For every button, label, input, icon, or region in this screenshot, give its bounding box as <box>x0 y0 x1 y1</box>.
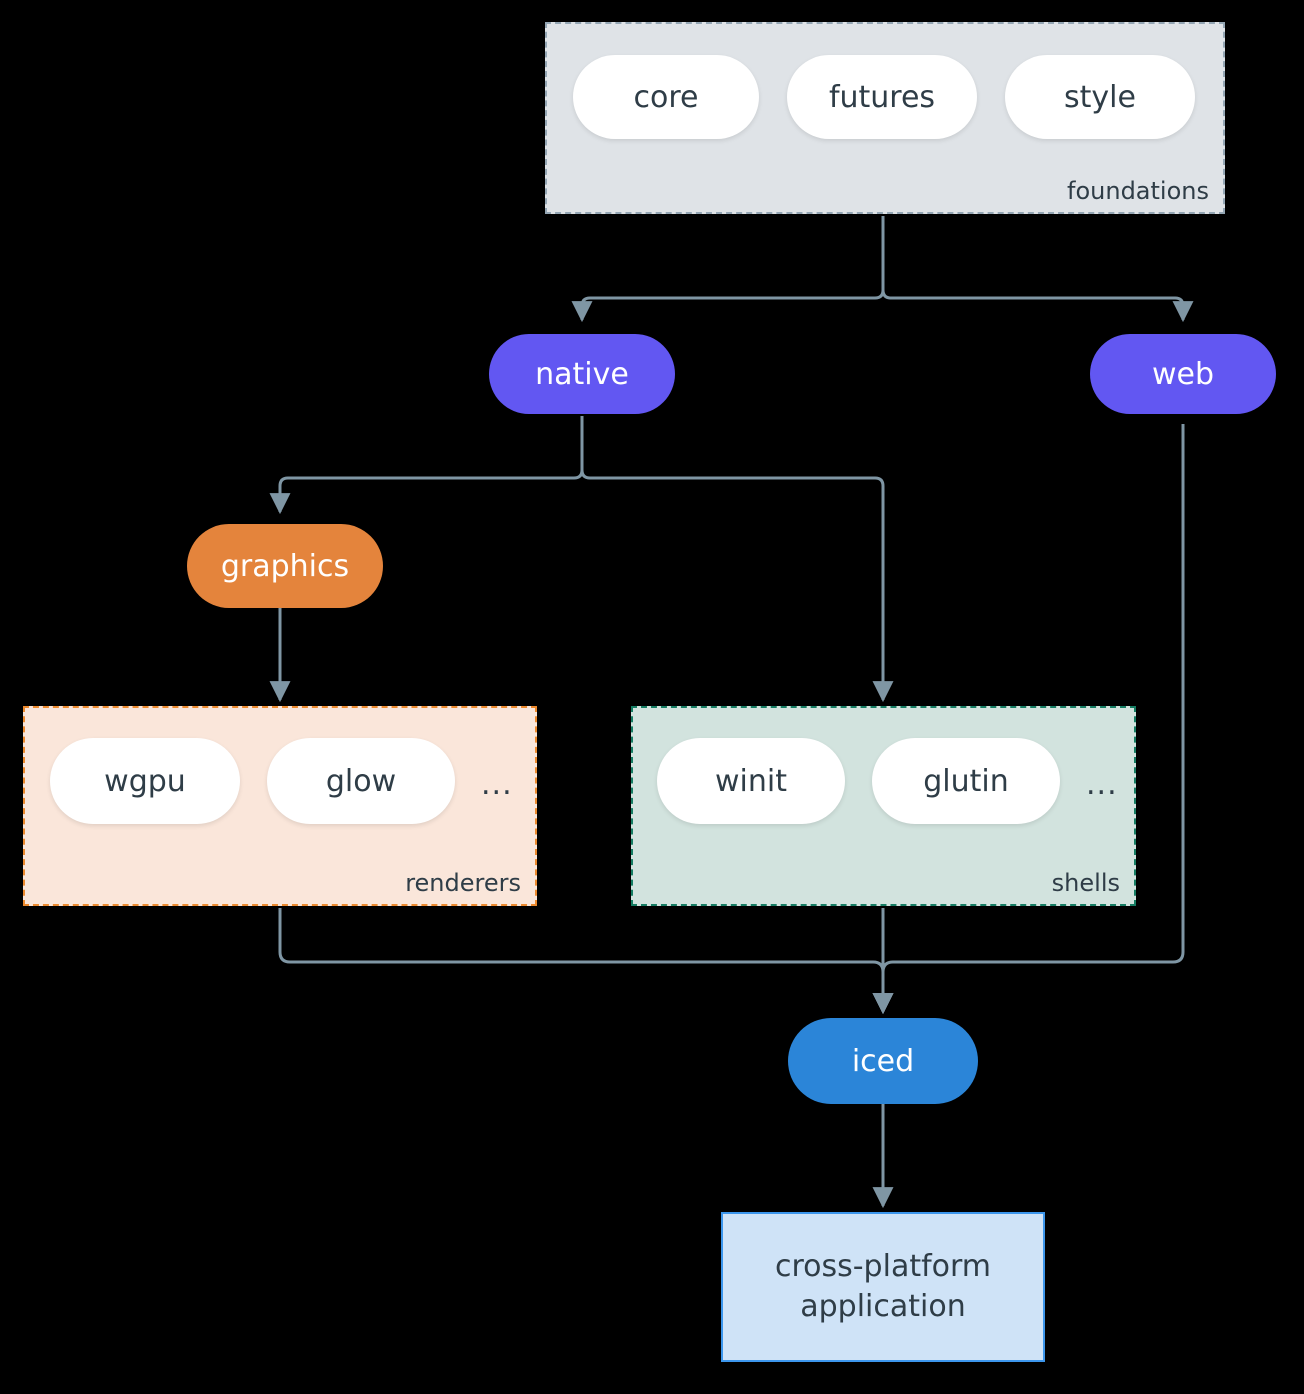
edge-native-shells <box>580 416 894 703</box>
chip-futures-label: futures <box>828 79 936 115</box>
chip-wgpu-label: wgpu <box>104 763 186 799</box>
node-iced-label: iced <box>851 1043 915 1079</box>
node-native[interactable]: native <box>489 334 675 414</box>
chip-ellipsis-renderers: ... <box>481 767 513 802</box>
chip-glutin-label: glutin <box>923 763 1009 799</box>
chip-glutin[interactable]: glutin <box>872 738 1060 824</box>
chip-style-label: style <box>1064 79 1136 115</box>
node-native-label: native <box>535 356 629 392</box>
node-iced[interactable]: iced <box>788 1018 978 1104</box>
chip-futures[interactable]: futures <box>787 55 977 139</box>
chip-core[interactable]: core <box>573 55 759 139</box>
edge-foundations-web <box>881 216 1194 323</box>
chip-glow[interactable]: glow <box>267 738 455 824</box>
node-graphics-label: graphics <box>220 548 350 584</box>
node-graphics[interactable]: graphics <box>187 524 383 608</box>
node-application-line1: cross-platform <box>774 1249 992 1285</box>
cluster-label-renderers: renderers <box>405 868 521 897</box>
chip-ellipsis-shells: ... <box>1086 767 1118 802</box>
chip-glow-label: glow <box>325 763 397 799</box>
chip-wgpu[interactable]: wgpu <box>50 738 240 824</box>
edge-renderers-iced <box>278 908 894 1015</box>
cluster-label-foundations: foundations <box>1067 176 1209 205</box>
chip-winit[interactable]: winit <box>657 738 845 824</box>
node-application-line2: application <box>800 1289 966 1324</box>
node-web-label: web <box>1151 356 1215 392</box>
chip-core-label: core <box>633 79 699 115</box>
node-web[interactable]: web <box>1090 334 1276 414</box>
edge-foundations-native <box>571 216 885 323</box>
node-application[interactable]: cross-platform application <box>721 1212 1045 1362</box>
cluster-label-shells: shells <box>1051 868 1120 897</box>
edge-native-graphics <box>269 416 584 515</box>
chip-winit-label: winit <box>715 763 787 799</box>
chip-style[interactable]: style <box>1005 55 1195 139</box>
